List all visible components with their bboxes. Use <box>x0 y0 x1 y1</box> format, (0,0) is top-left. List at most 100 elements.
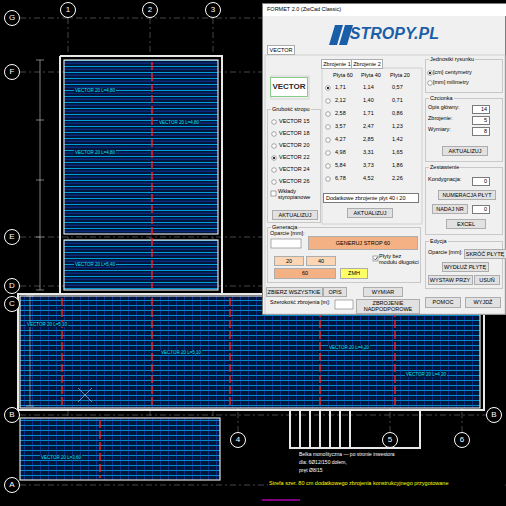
axis-bubble: C <box>4 296 20 312</box>
slab-label: VECTOR 20 L=5,10 <box>160 350 202 355</box>
axis-bubble: B <box>4 407 20 423</box>
control-label: 2,47 <box>363 123 374 129</box>
axis-bubble: D <box>4 278 20 294</box>
control-label: VECTOR 22 <box>279 154 309 160</box>
node-label: VECTOR <box>270 47 293 53</box>
control-label: 1,86 <box>392 162 403 168</box>
node-label: 0 <box>484 206 487 212</box>
push-button: 60 <box>274 268 336 279</box>
group-heading: Jednostki rysunku <box>429 56 475 62</box>
control-label: VECTOR 26 <box>279 178 309 184</box>
control-label: 1,71 <box>335 84 346 90</box>
control-label: Płyty bez modułu długości <box>379 253 419 266</box>
control-label: VECTOR 24 <box>279 166 309 172</box>
slab-label: VECTOR 20 L=4,80 <box>158 120 200 125</box>
control-label: 4,52 <box>363 175 374 181</box>
tab-button: Zbrojenie 2 <box>351 59 383 69</box>
control-label: 0,71 <box>392 97 403 103</box>
control-label: 1,23 <box>392 123 403 129</box>
node-label: 5 <box>484 117 487 123</box>
node-label: WYJDŹ <box>474 299 493 305</box>
control-label: Oparcie [mm]: <box>270 230 305 236</box>
product-logo: VECTOR <box>270 77 308 97</box>
input-field: 8 <box>472 127 490 136</box>
node-label: C <box>9 299 15 308</box>
node-label: EXCEL <box>457 221 475 227</box>
control-label: Szerokość zbrojenia [m]: <box>270 299 330 305</box>
push-button: 40 <box>306 256 336 266</box>
input-field: 0 <box>472 177 490 186</box>
tab-button: VECTOR <box>267 45 295 55</box>
group-heading: Zestawienie <box>429 164 460 170</box>
node-label: 3 <box>211 5 215 14</box>
group-heading: Grubość stropu <box>271 106 311 112</box>
node-label: NADAJ NR <box>436 206 464 212</box>
slab-label: VECTOR 20 L=4,80 <box>74 88 116 93</box>
control-label: 1,14 <box>363 84 374 90</box>
note-text: pręt Ø8/15 <box>298 468 324 474</box>
note-text: dla: 6Ø12/150 dołem, <box>298 460 348 466</box>
node-label: 40 <box>318 258 324 264</box>
node-label: A <box>9 480 14 489</box>
push-button: SKRÓĆ PŁYTĘ <box>464 249 506 259</box>
control-label: 2,12 <box>335 97 346 103</box>
push-button: WYJDŹ <box>465 297 501 308</box>
slab-label: VECTOR 20 L=3,60 <box>40 455 82 460</box>
control-label: Opis główny: <box>428 104 460 110</box>
node-label: GENERUJ STROP 60 <box>336 240 390 246</box>
control-label: 2,85 <box>363 136 374 142</box>
push-button: NUMERACJA PŁYT <box>438 190 496 200</box>
node-label: STROPY.PL <box>350 25 439 43</box>
axis-bubble: A <box>4 477 20 493</box>
push-button: USUŃ <box>474 275 500 285</box>
axis-bubble: 1 <box>60 2 76 18</box>
push-button: AKTUALIZUJ <box>347 208 393 218</box>
node-label: SKRÓĆ PŁYTĘ <box>466 251 505 257</box>
control-label: 0,86 <box>392 110 403 116</box>
control-label: 4,27 <box>335 136 346 142</box>
node-label: 8 <box>484 128 487 134</box>
node-label: 5 <box>388 435 392 444</box>
axis-bubble: E <box>4 229 20 245</box>
control-label: VECTOR 20 <box>279 142 309 148</box>
input-field: 14 <box>472 105 490 114</box>
axis-bubble: 5 <box>382 432 398 448</box>
axis-bubble: 3 <box>205 2 221 18</box>
axis-bubble: B <box>486 407 502 423</box>
control-label: [mm] milimetry <box>433 79 469 85</box>
push-button: AKTUALIZUJ <box>272 210 318 220</box>
control-label: 3,73 <box>363 162 374 168</box>
input-field: 0 <box>472 205 490 214</box>
control-label: VECTOR 15 <box>279 118 309 124</box>
group-box: EdycjaSKRÓĆ PŁYTĘWYDŁUŻ PŁYTĘWYSTAW PRZY… <box>425 241 503 289</box>
control-label: Płyta 40 <box>361 72 381 78</box>
control-label: 1,71 <box>363 110 374 116</box>
control-label: Płyta 60 <box>333 72 353 78</box>
group-heading: Generacja <box>271 224 298 230</box>
control-label: 2,58 <box>335 110 346 116</box>
control-label: 3,31 <box>363 149 374 155</box>
axis-bubble: 2 <box>142 2 158 18</box>
push-button: WYMIAR <box>363 287 403 297</box>
node-label: POMOC <box>433 299 454 305</box>
control-label: Wkłady styropianowe <box>278 188 318 201</box>
push-button: 20 <box>274 256 304 266</box>
node-label: Dodatkowe zbrojenie płyt 40 i 20 <box>326 195 406 201</box>
control-label: Płyta 20 <box>390 72 410 78</box>
slab-label: VECTOR 20 L=5,10 <box>26 322 68 327</box>
control-label: 1,42 <box>392 136 403 142</box>
axis-bubble: 6 <box>454 432 470 448</box>
node-label: Zbrojenie 1 <box>323 61 351 67</box>
control-label: Oparcie [mm]: <box>428 249 463 255</box>
node-label: E <box>9 232 14 241</box>
node-label: ZMH <box>348 270 360 276</box>
node-label: OPIS <box>328 289 341 295</box>
slab-label: VECTOR 20 L=4,80 <box>74 150 116 155</box>
push-button: POMOC <box>425 297 461 308</box>
node-label: G <box>9 13 15 22</box>
push-button: ZBROJENIE NADPODPOROWE <box>356 299 420 314</box>
node-label: 2 <box>148 5 152 14</box>
push-button: GENERUJ STROP 60 <box>308 236 418 250</box>
control-label: 2,26 <box>392 175 403 181</box>
node-label: ZBROJENIE NADPODPOROWE <box>357 300 419 313</box>
